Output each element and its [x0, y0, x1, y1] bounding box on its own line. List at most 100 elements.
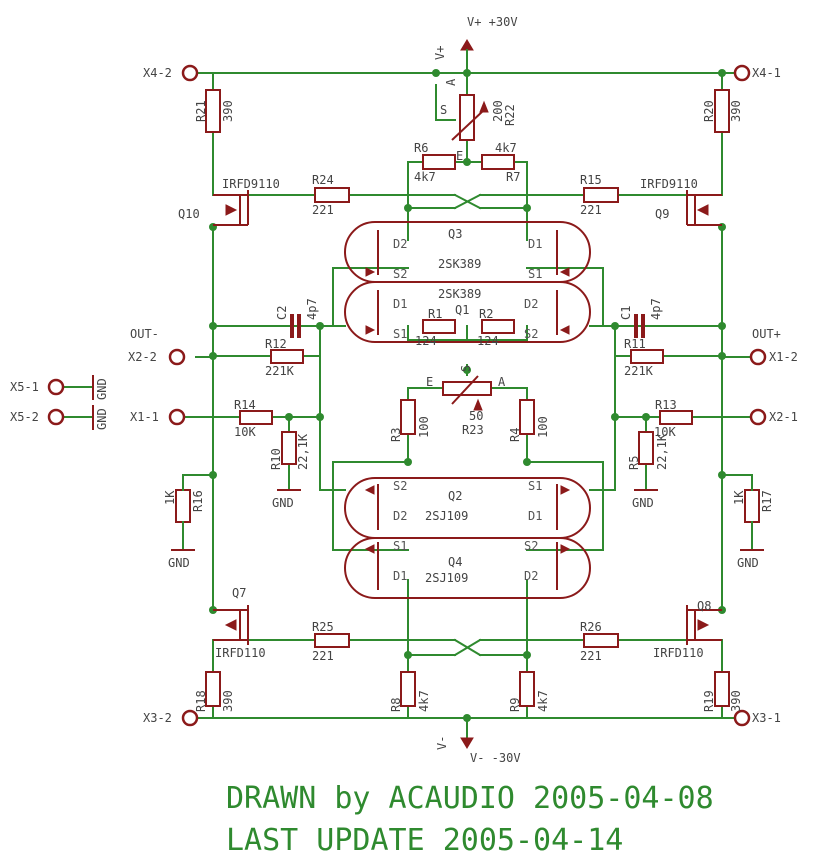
dual-jfet-q4: S1 S2 Q4 2SJ109 D1 D2	[344, 537, 591, 599]
svg-text:124: 124	[415, 334, 437, 348]
svg-text:Q10: Q10	[178, 207, 200, 221]
resistor-r8: R8 4k7	[389, 671, 431, 712]
svg-text:221K: 221K	[624, 364, 654, 378]
label-out-minus: OUT-	[130, 327, 159, 341]
svg-text:R6: R6	[414, 141, 428, 155]
svg-text:4k7: 4k7	[536, 690, 550, 712]
svg-text:S1: S1	[393, 539, 407, 553]
svg-text:D1: D1	[528, 237, 542, 251]
svg-text:R2: R2	[479, 307, 493, 321]
capacitor-c1: C1 4p7	[619, 298, 663, 338]
svg-text:D1: D1	[393, 569, 407, 583]
svg-text:1K: 1K	[163, 490, 177, 505]
resistor-r12: R12 221K	[265, 337, 304, 378]
svg-text:221: 221	[580, 203, 602, 217]
dual-jfet-q2: S2 S1 Q2 2SJ109 D2 D1	[344, 477, 591, 539]
svg-text:IRFD9110: IRFD9110	[222, 177, 280, 191]
svg-text:2SJ109: 2SJ109	[425, 509, 468, 523]
svg-text:Q2: Q2	[448, 489, 462, 503]
pad-x2-1	[749, 408, 767, 426]
svg-text:22,1K: 22,1K	[655, 433, 669, 470]
resistor-r20: R20 390	[702, 89, 743, 133]
resistor-r10: R10 22,1K GND	[269, 431, 310, 510]
svg-text:Q7: Q7	[232, 586, 246, 600]
svg-text:2SJ109: 2SJ109	[425, 571, 468, 585]
svg-text:R22: R22	[503, 104, 517, 126]
svg-text:221K: 221K	[265, 364, 295, 378]
label-x5-1: X5-1	[10, 380, 39, 394]
svg-text:R8: R8	[389, 698, 403, 712]
svg-text:S1: S1	[393, 327, 407, 341]
svg-text:S: S	[459, 365, 473, 372]
vplus-symbol: V+ +30V V+	[433, 15, 518, 60]
pad-x1-1	[168, 408, 186, 426]
pad-x4-1	[733, 64, 751, 82]
svg-text:A: A	[498, 375, 506, 389]
svg-text:D1: D1	[393, 297, 407, 311]
svg-text:S2: S2	[524, 327, 538, 341]
svg-text:E: E	[426, 375, 433, 389]
pad-x1-2	[749, 348, 767, 366]
dual-jfet-q3: Q3 2SK389 D2 D1 S2 S1	[344, 221, 591, 283]
svg-text:Q9: Q9	[655, 207, 669, 221]
vminus-pin-label: V-	[435, 736, 449, 750]
svg-text:4k7: 4k7	[495, 141, 517, 155]
svg-text:R25: R25	[312, 620, 334, 634]
svg-text:R1: R1	[428, 307, 442, 321]
svg-text:C1: C1	[619, 306, 633, 320]
resistor-r4: R4 100	[508, 399, 550, 442]
trimmer-r22: A S E 200 R22	[440, 78, 517, 163]
trimmer-r23: E A S 50 R23	[426, 365, 506, 437]
svg-text:221: 221	[312, 203, 334, 217]
resistor-r24: R24 221	[312, 173, 350, 217]
svg-text:S2: S2	[393, 479, 407, 493]
pad-x2-2	[168, 348, 186, 366]
svg-text:R3: R3	[389, 428, 403, 442]
svg-text:Q1: Q1	[455, 303, 469, 317]
resistor-r2: R2 124	[477, 307, 515, 348]
svg-text:R12: R12	[265, 337, 287, 351]
svg-text:Q8: Q8	[697, 599, 711, 613]
label-x1-2: X1-2	[769, 350, 798, 364]
svg-text:R13: R13	[655, 398, 677, 412]
label-x3-2: X3-2	[143, 711, 172, 725]
svg-text:A: A	[444, 78, 458, 86]
resistor-r1: R1 124	[415, 307, 456, 348]
resistor-r3: R3 100	[389, 399, 431, 442]
pad-x5-1	[47, 378, 65, 396]
resistor-r25: R25 221	[312, 620, 350, 663]
label-x5-2-gnd: GND	[95, 408, 109, 430]
svg-text:221: 221	[312, 649, 334, 663]
svg-text:1K: 1K	[732, 490, 746, 505]
svg-text:R23: R23	[462, 423, 484, 437]
svg-text:100: 100	[536, 416, 550, 438]
svg-text:390: 390	[221, 100, 235, 122]
svg-text:R20: R20	[702, 100, 716, 122]
label-x4-2: X4-2	[143, 66, 172, 80]
svg-text:C2: C2	[275, 306, 289, 320]
svg-text:390: 390	[221, 690, 235, 712]
svg-text:22,1K: 22,1K	[296, 433, 310, 470]
svg-text:390: 390	[729, 100, 743, 122]
resistor-r17: 1K R17 GND	[732, 474, 774, 570]
svg-text:R5: R5	[627, 456, 641, 470]
svg-text:R16: R16	[191, 490, 205, 512]
svg-text:S2: S2	[393, 267, 407, 281]
svg-text:IRFD9110: IRFD9110	[640, 177, 698, 191]
svg-text:10K: 10K	[654, 425, 676, 439]
svg-text:D2: D2	[524, 569, 538, 583]
svg-text:IRFD110: IRFD110	[653, 646, 704, 660]
junctions	[209, 69, 726, 722]
svg-text:D2: D2	[524, 297, 538, 311]
label-x3-1: X3-1	[752, 711, 781, 725]
mosfet-q9: IRFD9110 Q9	[640, 177, 722, 226]
resistor-r9: R9 4k7	[508, 671, 550, 712]
svg-text:R9: R9	[508, 698, 522, 712]
vplus-pin-label: V+	[433, 46, 447, 60]
svg-text:R11: R11	[624, 337, 646, 351]
resistor-r5: R5 22,1K GND	[627, 431, 669, 510]
svg-text:R19: R19	[702, 690, 716, 712]
label-x4-1: X4-1	[752, 66, 781, 80]
svg-text:R14: R14	[234, 398, 256, 412]
